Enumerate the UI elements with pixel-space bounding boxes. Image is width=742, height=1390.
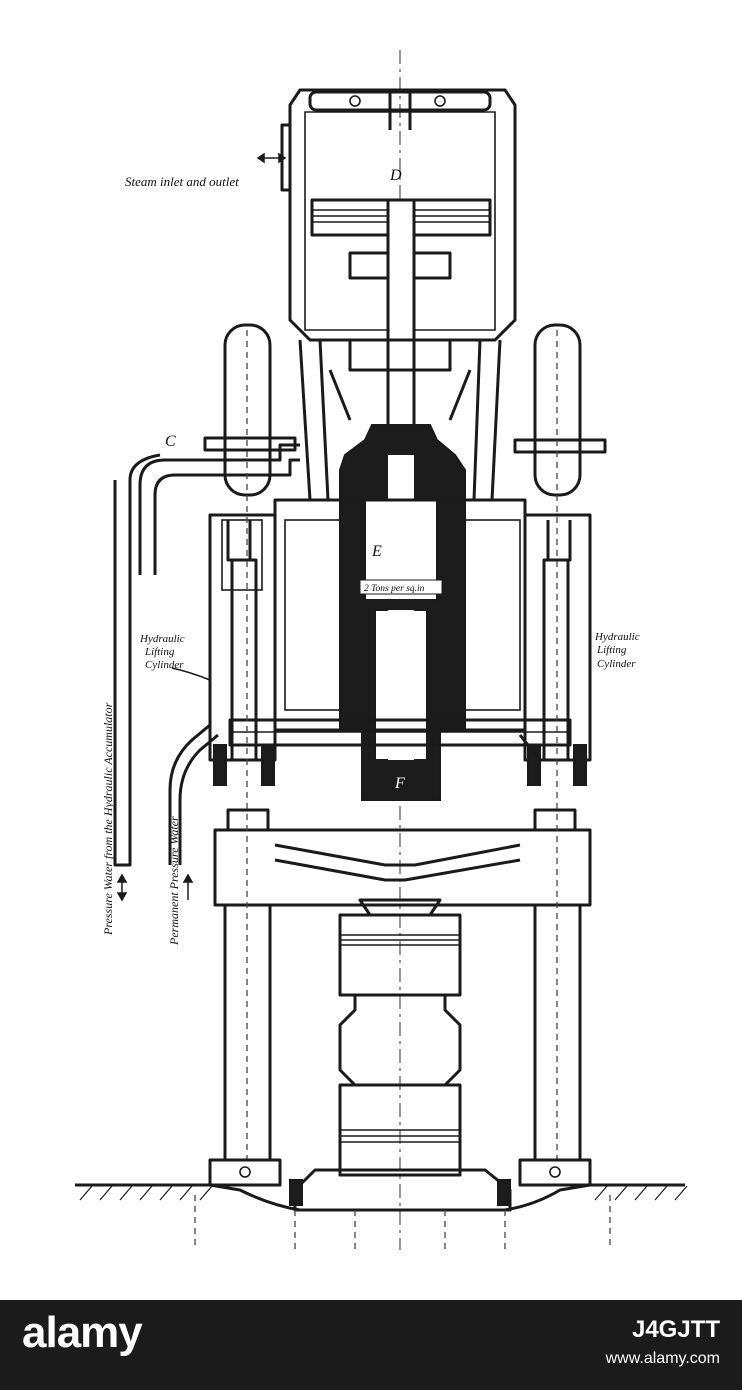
watermark-url: www.alamy.com	[605, 1350, 720, 1367]
label-steam-inlet-outlet: Steam inlet and outlet	[125, 174, 239, 189]
anvil-foundation	[75, 1158, 688, 1250]
label-c: C	[165, 433, 176, 450]
ground-hatching	[79, 1185, 688, 1201]
stock-watermark-bar: alamy J4GJTT www.alamy.com	[0, 1300, 742, 1390]
watermark-image-id: J4GJTT	[631, 1316, 720, 1343]
label-hydraulic-left-2: Lifting	[144, 646, 175, 658]
right-lifting-cylinder	[513, 323, 607, 786]
label-hydraulic-right-3: Cylinder	[597, 658, 636, 670]
crosshead	[213, 808, 592, 917]
hydraulic-ram-housing	[339, 424, 466, 801]
label-f: F	[394, 775, 405, 792]
label-hydraulic-right-2: Lifting	[596, 644, 627, 656]
label-pressure-rating: 2 Tons per sq.in	[364, 584, 425, 594]
upper-frame	[298, 338, 502, 501]
label-permanent-pressure-water: Permanent Pressure Water	[167, 816, 181, 946]
hammer-dies	[338, 913, 462, 1177]
watermark-logo: alamy	[22, 1308, 143, 1357]
left-lifting-cylinder	[113, 323, 300, 867]
hydraulic-forging-press-diagram: Steam inlet and outlet D C E 2 Tons per …	[75, 50, 688, 1250]
leader-left-cylinder	[171, 667, 211, 681]
label-d: D	[389, 167, 402, 184]
label-hydraulic-right-1: Hydraulic	[594, 631, 640, 643]
label-e: E	[371, 543, 382, 560]
label-pressure-water-accumulator: Pressure Water from the Hydraulic Accumu…	[101, 702, 115, 936]
label-hydraulic-left-1: Hydraulic	[139, 633, 185, 645]
flow-arrows	[116, 152, 287, 902]
